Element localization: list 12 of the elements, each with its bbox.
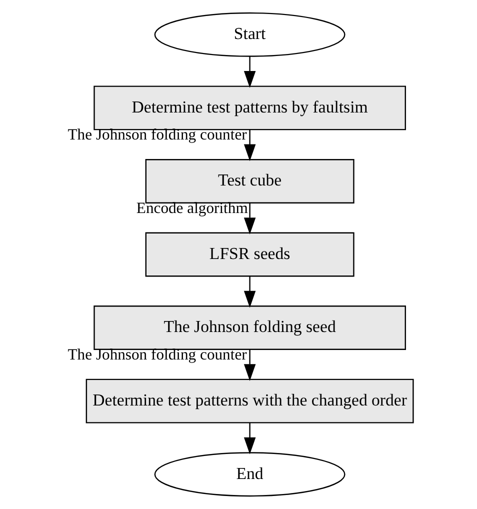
arrow: [243, 202, 256, 234]
arrow: [243, 422, 256, 454]
node-ellipse: Start: [154, 12, 345, 57]
arrow: [243, 350, 256, 381]
node-box: LFSR seeds: [144, 232, 354, 277]
node-box: Determine test patterns with the changed order: [85, 378, 414, 424]
node-box: Test cube: [144, 159, 354, 204]
node-ellipse: End: [154, 452, 345, 497]
arrow: [243, 276, 256, 308]
node-box: The Johnson folding seed: [93, 306, 406, 350]
arrow: [243, 56, 256, 88]
arrow: [243, 130, 256, 162]
